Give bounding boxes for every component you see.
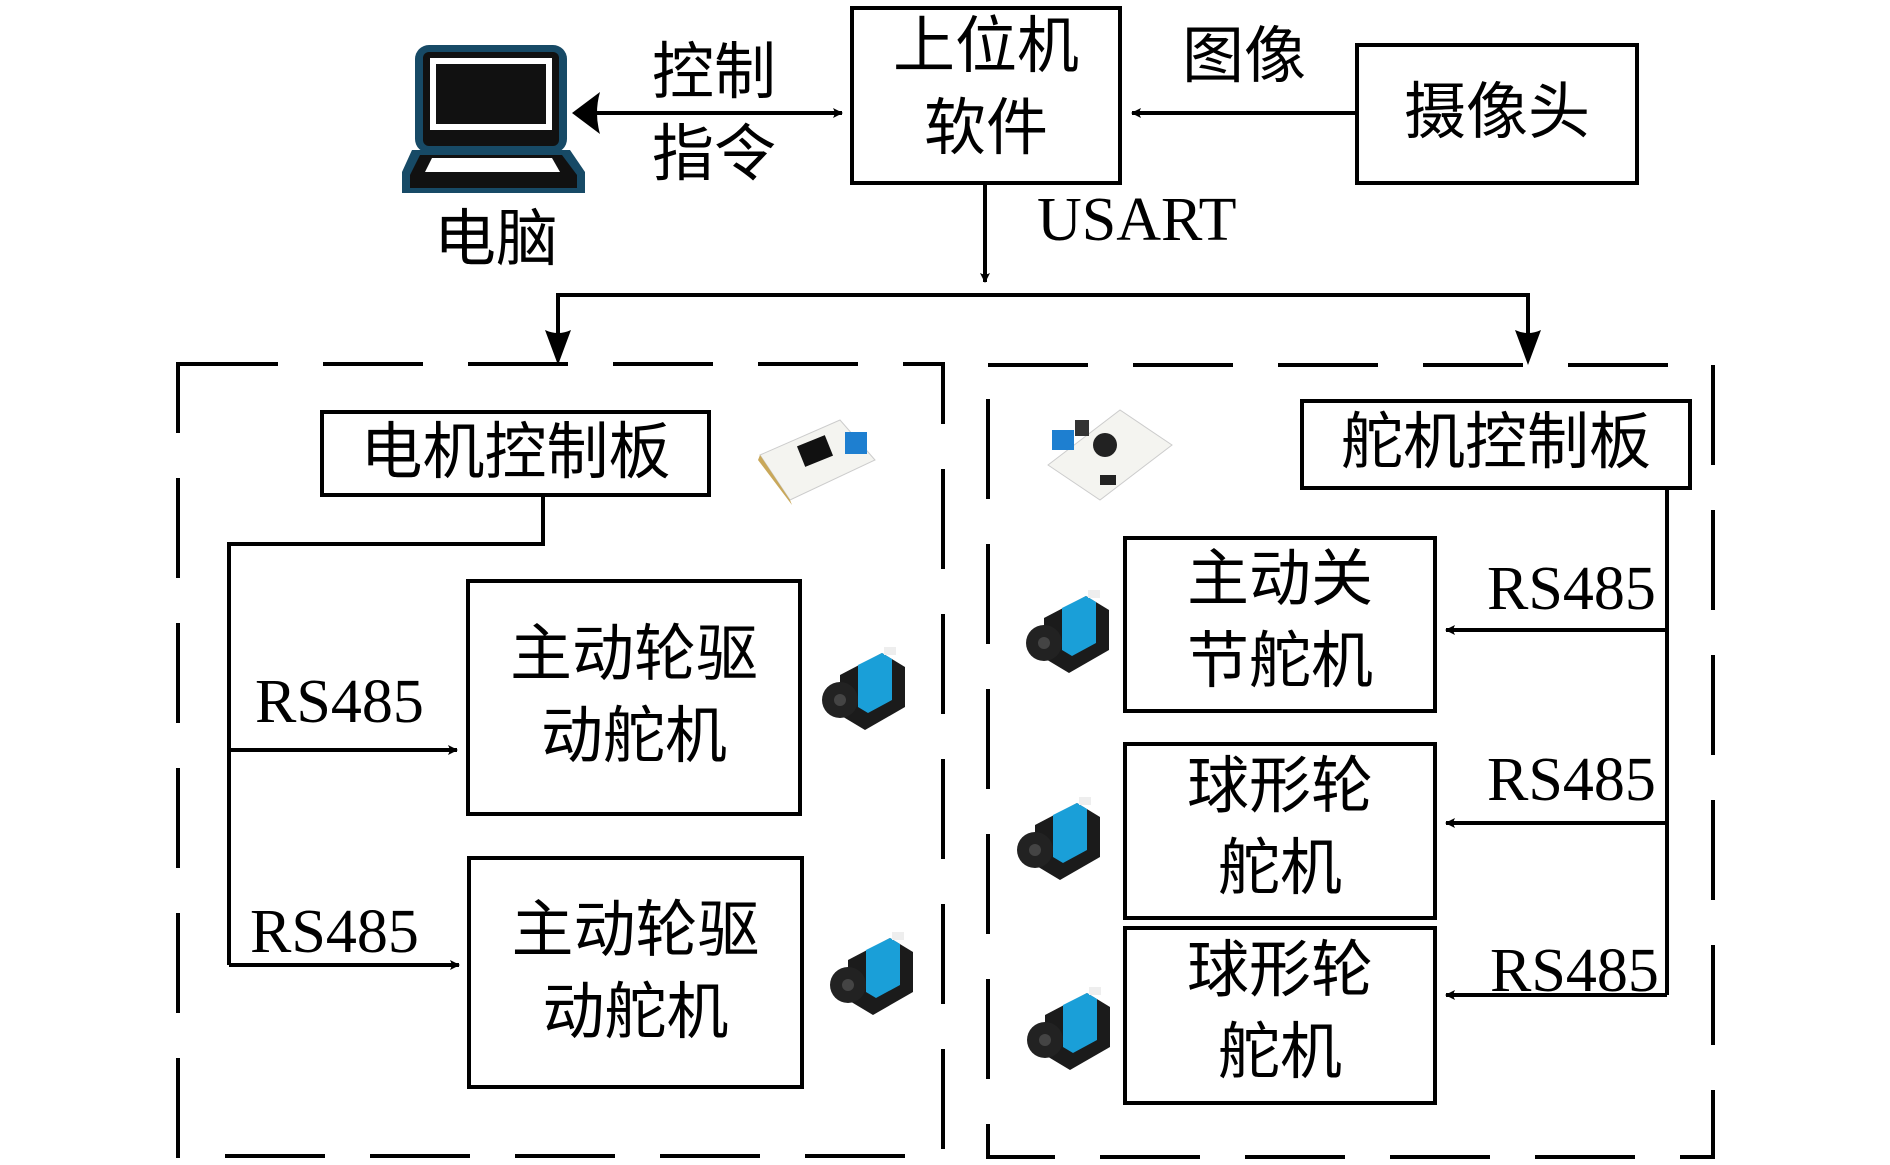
usart-label: USART [1037, 186, 1237, 254]
joint-servo-label-2: 节舵机 [1186, 624, 1373, 697]
motor-board-box [320, 410, 711, 497]
control-arrow-head-left [572, 92, 600, 134]
control-cmd-label-1: 控制 [652, 35, 777, 108]
ball-servo-1-label-2: 舵机 [1217, 831, 1342, 904]
host-software-label-2: 软件 [923, 91, 1048, 164]
ball-servo-2-label-1: 球形轮 [1186, 933, 1373, 1006]
ball-servo-1-box [1123, 742, 1437, 920]
motor-board-photo [758, 419, 876, 505]
drive-servo-2-label-1: 主动轮驱 [511, 893, 760, 966]
rs485-right-3-label: RS485 [1490, 937, 1659, 1005]
servo-board-label: 舵机控制板 [1340, 405, 1651, 478]
motor-bus-line [227, 495, 545, 965]
ball-servo-2-box [1123, 926, 1437, 1105]
bus-line [556, 293, 1530, 355]
servo-motor-icon [830, 932, 913, 1015]
ball-servo-2-label-2: 舵机 [1217, 1015, 1342, 1088]
laptop-icon [402, 45, 585, 193]
joint-servo-box [1123, 536, 1437, 713]
servo-board-box [1300, 399, 1692, 490]
servo-motor-icon [1026, 590, 1109, 673]
servo-motor-icon [1027, 987, 1110, 1070]
rs485-left-1-label: RS485 [255, 668, 424, 736]
servo-board-photo [1047, 409, 1173, 501]
host-software-label-1: 上位机 [892, 9, 1079, 82]
computer-label: 电脑 [434, 202, 559, 275]
camera-label: 摄像头 [1403, 75, 1590, 148]
drive-servo-1-label-2: 动舵机 [540, 699, 727, 772]
rs485-left-2-label: RS485 [250, 898, 419, 966]
image-label: 图像 [1182, 19, 1307, 92]
control-cmd-label-2: 指令 [652, 117, 777, 190]
servo-motor-icon [1017, 797, 1100, 880]
ball-servo-1-label-1: 球形轮 [1186, 749, 1373, 822]
drive-servo-1-box [466, 579, 802, 816]
rs485-right-1-label: RS485 [1487, 555, 1656, 623]
drive-servo-1-label-1: 主动轮驱 [509, 617, 758, 690]
drive-servo-2-label-2: 动舵机 [542, 975, 729, 1048]
motor-group-dashed-box [176, 362, 945, 1158]
servo-group-dashed-box [986, 363, 1715, 1159]
drive-servo-2-box [467, 856, 804, 1089]
servo-motor-icon [822, 647, 905, 730]
motor-board-label: 电机控制板 [360, 415, 671, 488]
joint-servo-label-1: 主动关 [1186, 542, 1373, 615]
rs485-right-2-label: RS485 [1487, 746, 1656, 814]
